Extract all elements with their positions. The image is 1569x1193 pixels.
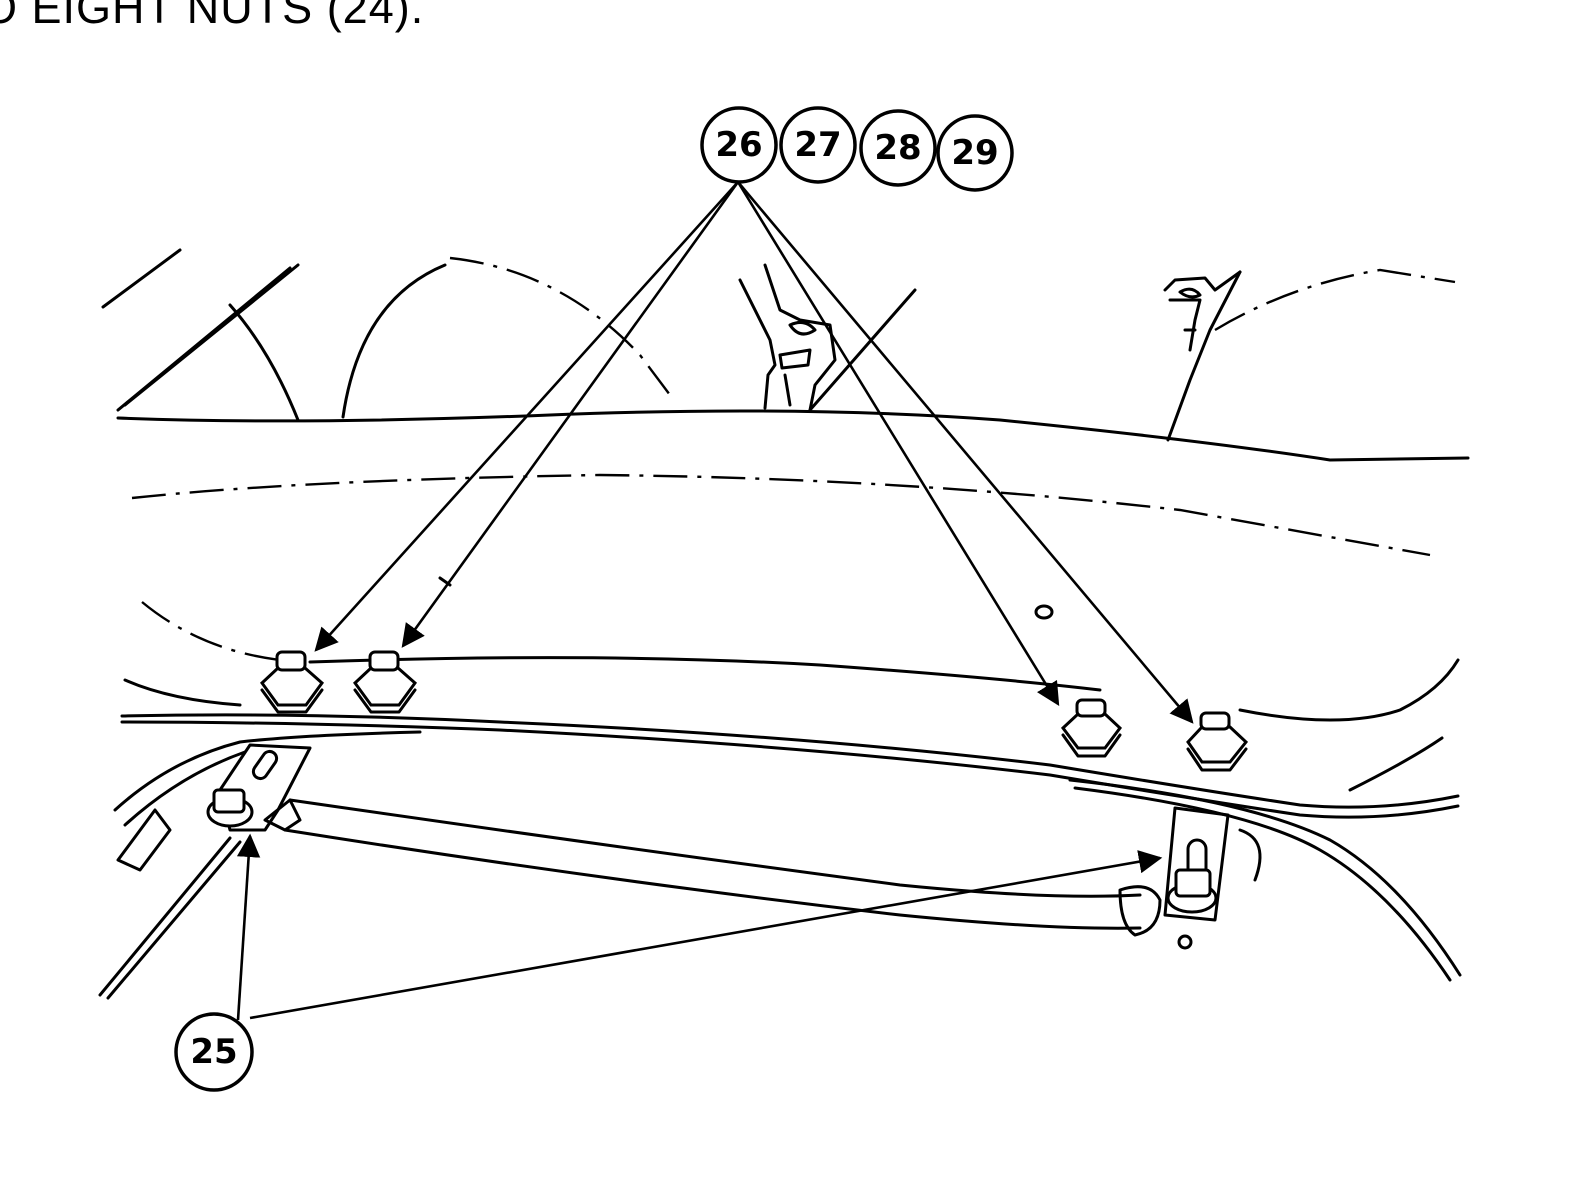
svg-text:26: 26 (715, 125, 762, 165)
center-bracket (738, 263, 917, 412)
instruction-text: O EIGHT NUTS (24). (0, 0, 425, 33)
svg-text:27: 27 (794, 125, 841, 165)
callout-26: 26 (700, 106, 778, 184)
callout-25: 25 (174, 1012, 254, 1092)
svg-text:25: 25 (190, 1032, 237, 1072)
callout-27: 27 (779, 106, 857, 184)
leader-lines-top (314, 181, 1194, 724)
tie-rod (283, 798, 1162, 937)
nut-4 (1186, 711, 1249, 772)
right-bracket (1163, 268, 1456, 442)
callout-28: 28 (859, 109, 937, 187)
right-clamp (1163, 806, 1262, 950)
leader-lines-bottom (236, 833, 1163, 1021)
nut-1 (260, 650, 325, 714)
left-clamp (206, 743, 312, 832)
callout-29: 29 (936, 114, 1014, 192)
fender-left (101, 248, 671, 422)
main-body-lines (116, 409, 1470, 819)
svg-text:28: 28 (874, 128, 921, 168)
nut-2 (353, 650, 418, 714)
svg-text:29: 29 (951, 133, 998, 173)
lower-strap (98, 730, 1462, 1000)
nut-3 (1060, 698, 1123, 758)
